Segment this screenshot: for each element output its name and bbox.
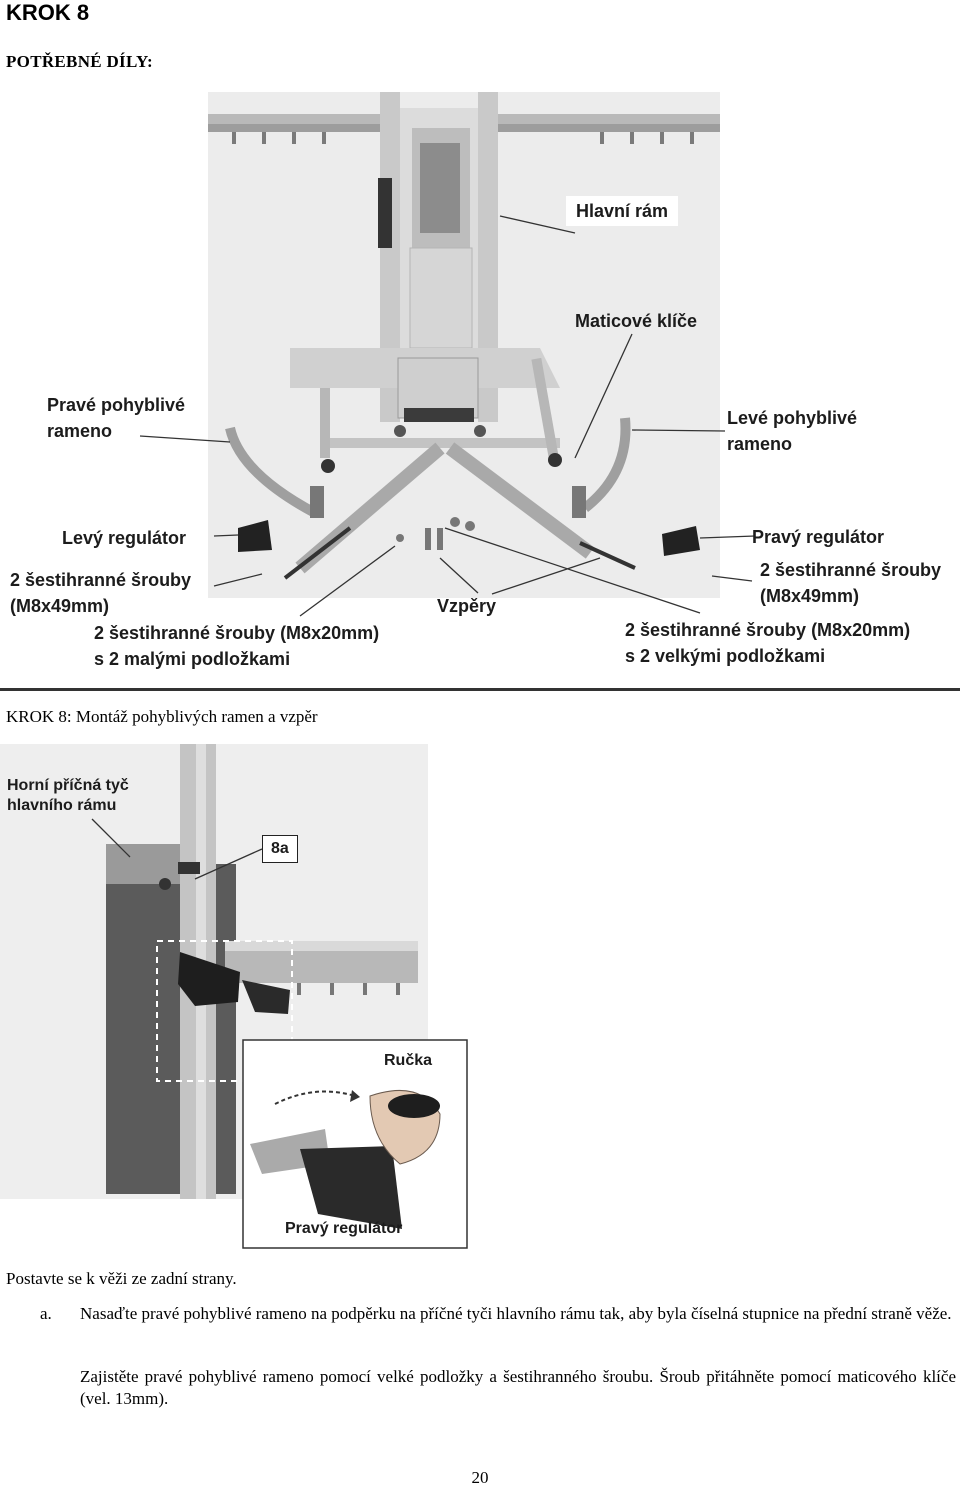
label-right-arm-2: rameno [47,421,113,441]
step-title: KROK 8: Montáž pohyblivých ramen a vzpěr [6,707,318,726]
label-crossbar-2: hlavního rámu [7,797,117,814]
parts-illustration [139,92,756,617]
detail-illustration [0,744,468,1249]
label-left-regulator: Levý regulátor [62,528,187,548]
item-label: a. [40,1304,52,1323]
page-number: 20 [471,1468,489,1487]
label-struts: Vzpěry [437,596,497,616]
label-bolts-m8x49-right-1: 2 šestihranné šrouby [760,560,942,580]
label-wrenches: Maticové klíče [575,311,698,331]
label-bolts-m8x49-left-1: 2 šestihranné šrouby [10,570,192,590]
label-left-arm-1: Levé pohyblivé [727,408,858,428]
instruction-text-1: Nasaďte pravé pohyblivé rameno na podpěr… [80,1304,952,1323]
label-right-regulator-detail: Pravý regulátor [285,1220,403,1237]
label-bolts-m8x20-large-1: 2 šestihranné šrouby (M8x20mm) [625,620,911,640]
label-bolts-m8x49-left-2: (M8x49mm) [10,596,110,616]
instruction-text-2: Zajistěte pravé pohyblivé rameno pomocí … [80,1367,956,1408]
label-bolts-m8x20-small-2: s 2 malými podložkami [94,649,291,669]
label-right-regulator: Pravý regulátor [752,527,885,547]
label-right-arm-1: Pravé pohyblivé [47,395,186,415]
label-bolts-m8x49-right-2: (M8x49mm) [760,586,860,606]
step-ref-badge: 8a [262,835,298,863]
label-main-frame: Hlavní rám [566,196,679,226]
step-heading: KROK 8 [6,0,90,25]
parts-heading: POTŘEBNÉ DÍLY: [6,52,154,71]
label-left-arm-2: rameno [727,434,793,454]
intro-text: Postavte se k věži ze zadní strany. [6,1269,237,1288]
label-bolts-m8x20-large-2: s 2 velkými podložkami [625,646,826,666]
label-bolts-m8x20-small-1: 2 šestihranné šrouby (M8x20mm) [94,623,380,643]
section-divider [0,688,960,691]
label-crossbar-1: Horní příčná tyč [7,777,129,794]
label-handle: Ručka [384,1052,433,1069]
